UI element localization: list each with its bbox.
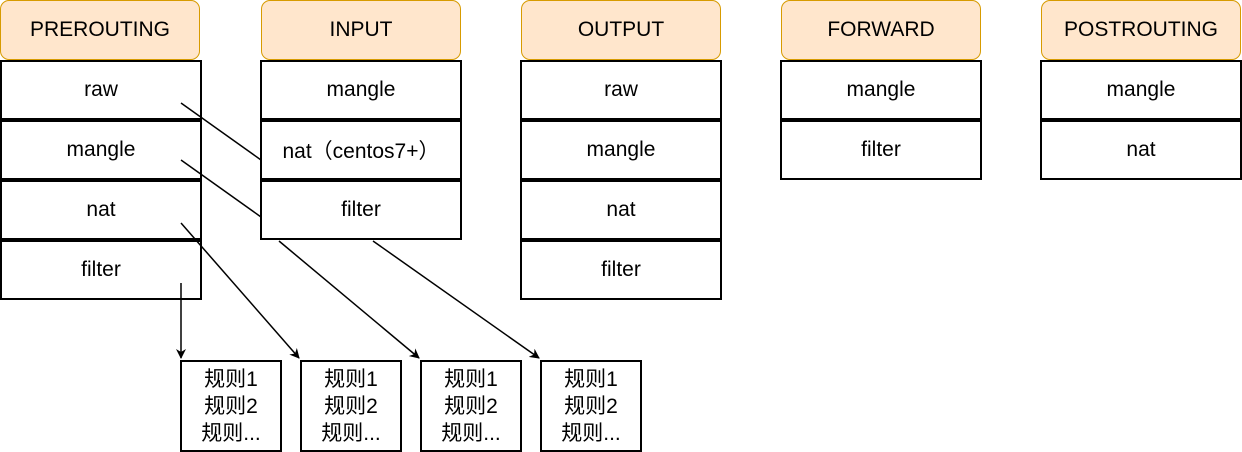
rule-line: 规则1 [564, 367, 618, 391]
prerouting-table-mangle: mangle [0, 120, 202, 180]
rule-line: 规则... [321, 421, 381, 445]
chain-prerouting: PREROUTING [0, 0, 200, 60]
input-table-filter: filter [260, 180, 462, 240]
chain-postrouting: POSTROUTING [1041, 0, 1241, 60]
postrouting-table-nat: nat [1040, 120, 1242, 180]
raw-connector-line [180, 102, 262, 161]
rule-line: 规则2 [324, 394, 378, 418]
output-table-filter: filter [520, 240, 722, 300]
mangle-connector-line [180, 159, 262, 218]
prerouting-table-filter: filter [0, 240, 202, 300]
output-table-nat: nat [520, 180, 722, 240]
rule-box-3: 规则1 规则2 规则... [420, 360, 522, 452]
filter-to-rules-4-arrow [372, 240, 540, 359]
rule-box-2: 规则1 规则2 规则... [300, 360, 402, 452]
prerouting-table-nat: nat [0, 180, 202, 240]
input-table-nat: nat（centos7+） [260, 120, 462, 180]
rule-box-1: 规则1 规则2 规则... [180, 360, 282, 452]
rule-line: 规则1 [324, 367, 378, 391]
forward-table-filter: filter [780, 120, 982, 180]
nat-to-rules-2-arrow [180, 222, 300, 359]
rule-line: 规则... [441, 421, 501, 445]
rule-line: 规则1 [204, 367, 258, 391]
rule-line: 规则2 [444, 394, 498, 418]
chain-forward: FORWARD [781, 0, 981, 60]
chain-input: INPUT [261, 0, 461, 60]
prerouting-table-raw: raw [0, 60, 202, 120]
chain-output: OUTPUT [521, 0, 721, 60]
output-table-mangle: mangle [520, 120, 722, 180]
rule-line: 规则2 [204, 394, 258, 418]
rule-line: 规则2 [564, 394, 618, 418]
rule-line: 规则... [201, 421, 261, 445]
postrouting-table-mangle: mangle [1040, 60, 1242, 120]
rule-line: 规则1 [444, 367, 498, 391]
output-table-raw: raw [520, 60, 722, 120]
forward-table-mangle: mangle [780, 60, 982, 120]
mangle-to-rules-3-arrow [278, 240, 420, 359]
rule-line: 规则... [561, 421, 621, 445]
rule-box-4: 规则1 规则2 规则... [540, 360, 642, 452]
input-table-mangle: mangle [260, 60, 462, 120]
